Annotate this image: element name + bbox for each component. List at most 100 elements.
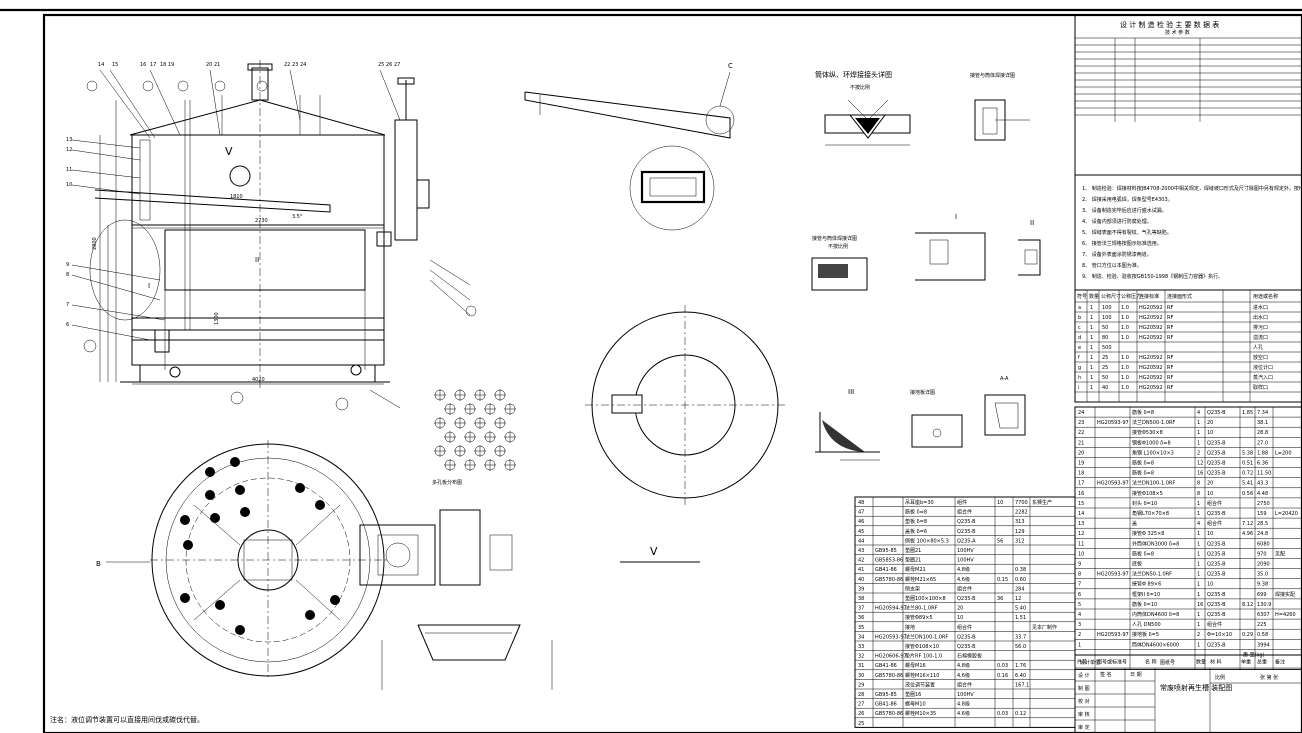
nozzle-cell: e [1078,345,1081,351]
nozzle-cell: 1.0 [1121,355,1129,361]
parts-left-cell: 法兰80-1.0RF [905,605,938,612]
svg-text:II: II [1030,219,1034,227]
parts-left-cell: 4.8级 [957,701,970,708]
parts-left-cell: 100HV [957,558,974,564]
parts-left-cell: 石棉橡胶板 [957,653,982,660]
nozzle-hole [330,595,340,605]
nozzle-header-cell: 公称压力 [1121,293,1141,300]
parts-right-cell: 1 [1078,642,1081,648]
nozzle-cell: 1.0 [1121,325,1129,331]
parts-left-cell: 组合件 [957,585,972,592]
parts-right-cell: 12 [1078,531,1084,537]
parts-right-cell: 28.8 [1257,430,1268,436]
title-block-col: 签 名 [1100,671,1112,678]
view-label-B: B [96,560,101,568]
nozzle-hole [230,457,240,467]
parts-right-cell: 接管Φ530×8 [1132,429,1163,436]
parts-left-cell: 33.7 [1015,634,1026,640]
parts-left-cell: 45 [858,529,864,535]
svg-text:22: 22 [284,62,290,68]
parts-left-cell: 0.15 [997,577,1008,583]
parts-right-cell: 焊接实配 [1275,591,1295,598]
parts-left-cell: 0.03 [997,711,1008,717]
nozzle-hole [235,485,245,495]
parts-left-cell: 5.40 [1015,606,1026,612]
nozzle-cell: RF [1167,325,1173,331]
nozzle-cell: RF [1167,305,1173,311]
parts-right-cell: Q235-B [1207,471,1226,477]
nozzle-cell: HG20592 [1139,305,1163,311]
parts-left-cell: 42 [858,558,864,564]
parts-right-cell: 2 [1197,632,1200,638]
parts-right-cell: 6080 [1257,541,1270,547]
parts-header-cell: 总重 [1257,658,1267,665]
parts-header-cell: 数量 [1196,658,1206,665]
design-table-subtitle: 技 术 参 数 [1165,29,1190,36]
title-block: 设计单位 图纸号 常废喷射再生槽 装配图 设 计制 图校 对审 核审 定签 名日… [1074,654,1302,733]
parts-left-cell: 47 [858,510,864,516]
parts-left-cell: 组合件 [957,624,972,631]
scale-label: 比例 [1215,674,1225,681]
parts-right-cell: 盖 [1132,520,1137,527]
support-plate-title: 接地板详图 [910,389,935,396]
parts-left-cell: Q235-B [957,634,976,640]
view-label-AA: A-A [1000,376,1009,382]
parts-left-cell: 6.40 [1015,673,1026,679]
parts-right-cell: HG20593-97 [1097,420,1129,426]
hole-layout-title: 多孔板分布图 [432,479,462,486]
dim-angle: 3.5° [292,214,303,220]
parts-left-cell: 25 [858,721,864,727]
svg-text:12: 12 [66,147,72,153]
parts-left-cell: 1.76 [1015,663,1026,669]
parts-right-cell: 15 [1078,501,1084,507]
parts-right-cell: 接地板 δ=5 [1132,631,1159,638]
parts-left-cell: 32 [858,654,864,660]
parts-left-cell: 27 [858,702,864,708]
nozzle-hole [215,600,225,610]
parts-right-cell: 1.85 [1242,410,1253,416]
parts-right-cell: 20 [1207,420,1213,426]
parts-right-cell: 0.29 [1242,632,1253,638]
svg-text:6: 6 [66,322,69,328]
parts-right-cell: 19 [1078,461,1084,467]
dim-1300: 1300 [214,312,220,325]
parts-left-cell: 284 [1015,586,1025,592]
nozzle-hole [305,610,315,620]
parts-right-cell: 20 [1078,450,1084,456]
parts-left-cell: 43 [858,548,864,554]
parts-right-cell: 0.51 [1242,461,1253,467]
nozzle-cell: 1.0 [1121,385,1129,391]
nozzle-cell: 人孔 [1253,344,1263,351]
parts-right-cell: 159 [1257,511,1267,517]
parts-left-cell: 0.03 [997,663,1008,669]
dim-4020: 4020 [252,377,265,383]
parts-right-cell: 钢板Φ1000 δ=8 [1132,439,1171,446]
nozzle-cell: 100 [1102,315,1112,321]
nozzle-cell: 液位计口 [1253,364,1273,371]
parts-right-cell: 2750 [1257,501,1270,507]
parts-right-cell: 10 [1078,551,1084,557]
parts-right-cell: 组合件 [1207,500,1222,507]
nozzle-hole [205,490,215,500]
parts-left-cell: HG20593-97 [875,634,907,640]
view-label-C: C [728,62,733,70]
nozzle-cell: d [1078,335,1081,341]
parts-right-cell: 1 [1197,531,1200,537]
nozzle-cell: RF [1167,315,1173,321]
nozzle-cell: 80 [1102,335,1108,341]
shell-weld-title: 筒体纵、环焊接接头详图 [815,70,892,79]
nozzle-cell: c [1078,325,1081,331]
nozzle-cell: h [1078,375,1081,381]
parts-left-cell: 56 [997,538,1003,544]
parts-left-cell: 筋板 δ=8 [905,509,927,516]
parts-right-cell: 4 [1197,410,1200,416]
nozzle-cell: HG20592 [1139,355,1163,361]
parts-left-cell: 侧支架 [905,585,920,592]
parts-left-cell: 4.6级 [957,672,970,679]
parts-left-cell: 29 [858,682,864,688]
nozzle-cell: 50 [1102,325,1108,331]
nozzle-cell: g [1078,365,1081,371]
